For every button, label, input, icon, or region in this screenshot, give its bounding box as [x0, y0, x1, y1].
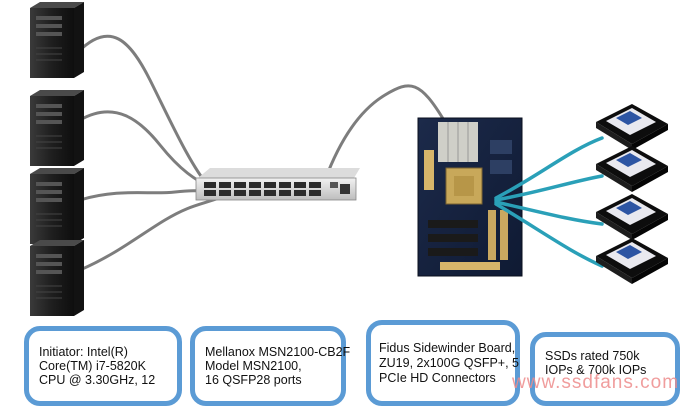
ssd-4 [596, 238, 668, 284]
initiator-caption-line-3: CPU @ 3.30GHz, 12 [39, 373, 156, 387]
board-caption-line-1: Fidus Sidewinder Board, [379, 341, 516, 355]
cable-switch-board [323, 84, 447, 182]
cable-ssd-3 [494, 200, 604, 226]
initiator-caption-line-2: Core(TM) i7-5820K [39, 359, 146, 373]
switch-caption-line-2: Model MSN2100, [205, 359, 302, 373]
cable-tower-4 [78, 195, 224, 272]
initiator-caption-box: Initiator: Intel(R) Core(TM) i7-5820K CP… [24, 326, 182, 406]
board-caption-line-2: ZU19, 2x100G QSFP+, 5 [379, 356, 519, 370]
tower-pc-1 [30, 2, 84, 78]
cable-ssd-1 [494, 136, 604, 200]
switch-ports [204, 182, 321, 196]
ssd-3 [596, 194, 668, 240]
network-switch [195, 168, 360, 201]
watermark-text: www.ssdfans.com [512, 372, 680, 393]
initiator-caption-line-1: Initiator: Intel(R) [39, 345, 128, 359]
teal-cables [494, 136, 604, 268]
ssd-2 [596, 146, 668, 192]
switch-caption-line-1: Mellanox MSN2100-CB2F [205, 345, 351, 359]
board-caption-box: Fidus Sidewinder Board, ZU19, 2x100G QSF… [366, 320, 520, 406]
ssd-caption-line-2: IOPs & 700k IOPs [545, 363, 647, 377]
cable-ssd-2 [494, 174, 604, 202]
tower-pc-3 [30, 168, 84, 244]
ssd-caption-box: SSDs rated 750k IOPs & 700k IOPs [530, 332, 680, 406]
cable-tower-1 [76, 34, 212, 190]
tower-pc-4 [30, 240, 84, 316]
ssd-caption-line-1: SSDs rated 750k [545, 349, 640, 363]
gray-cables [76, 34, 447, 272]
cable-tower-2 [78, 110, 217, 192]
cable-ssd-4 [494, 202, 604, 268]
tower-pc-2 [30, 90, 84, 166]
board-caption-line-3: PCIe HD Connectors [379, 371, 496, 385]
switch-caption-box: Mellanox MSN2100-CB2F Model MSN2100, 16 … [190, 326, 350, 406]
ssd-1 [596, 104, 668, 150]
switch-caption-line-3: 16 QSFP28 ports [205, 373, 302, 387]
